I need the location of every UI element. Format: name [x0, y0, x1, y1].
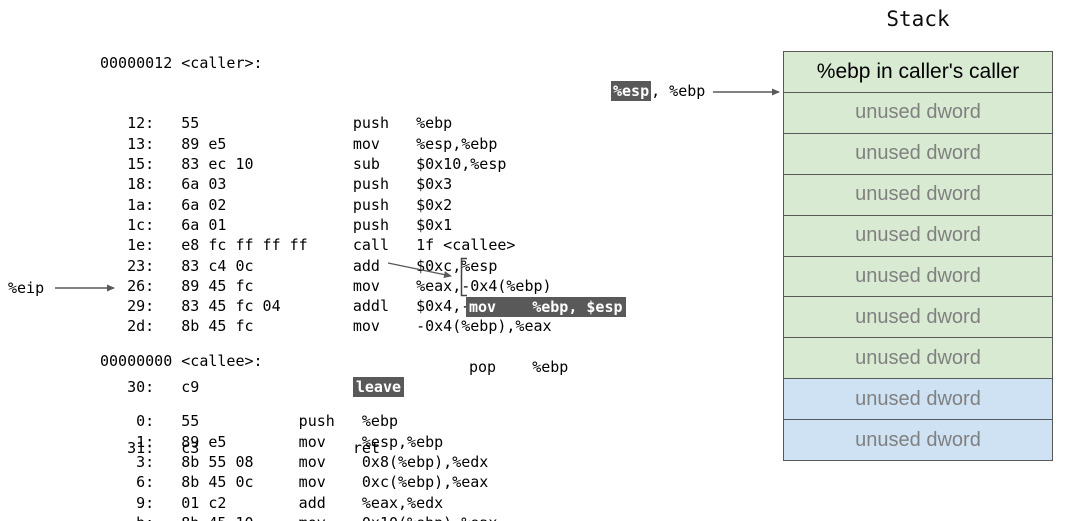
- asm-line: 18: 6a 03 push $0x3: [100, 175, 453, 194]
- esp-annotation: %esp, %ebp: [611, 81, 705, 101]
- stack-row: %ebp in caller's caller: [784, 52, 1052, 92]
- stack-row: unused dword: [784, 378, 1052, 420]
- stack-row: unused dword: [784, 214, 1052, 256]
- asm-line: 1: 89 e5 mov %esp,%ebp: [100, 432, 444, 451]
- asm-line-ret: 31: c3 ret: [100, 439, 380, 458]
- mov-highlight: mov %ebp, $esp: [466, 296, 626, 317]
- asm-line: 1e: e8 fc ff ff ff call 1f <callee>: [100, 236, 516, 255]
- asm-line: 26: 89 45 fc mov %eax,-0x4(%ebp): [100, 276, 552, 295]
- caller-header: 00000012 <caller>:: [100, 53, 263, 72]
- esp-highlight: %esp: [611, 81, 652, 101]
- stack-row: unused dword: [784, 296, 1052, 338]
- leave-expansion-mov-line: mov %ebp, $esp: [466, 296, 626, 317]
- asm-line: 1a: 6a 02 push $0x2: [100, 195, 453, 214]
- stack-title: Stack: [886, 7, 950, 31]
- asm-line: 13: 89 e5 mov %esp,%ebp: [100, 134, 498, 153]
- stack-row: unused dword: [784, 337, 1052, 379]
- caller-lines: 12: 55 push %ebp 13: 89 e5 mov %esp,%ebp…: [100, 113, 552, 336]
- asm-line: 15: 83 ec 10 sub $0x10,%esp: [100, 155, 507, 174]
- asm-line: 6: 8b 45 0c mov 0xc(%ebp),%eax: [100, 473, 489, 492]
- eip-label: %eip: [8, 279, 45, 297]
- leave-expansion-box: mov %ebp, $esp pop %ebp: [466, 256, 626, 418]
- leave-line-prefix: 30: c9: [100, 378, 353, 397]
- callee-lines: 0: 55 push %ebp 1: 89 e5 mov %esp,%ebp 3…: [100, 411, 497, 521]
- asm-line: 9: 01 c2 add %eax,%edx: [100, 493, 444, 512]
- stack-row: unused dword: [784, 255, 1052, 297]
- stack-row: unused dword: [784, 419, 1052, 461]
- asm-line: 2d: 8b 45 fc mov -0x4(%ebp),%eax: [100, 317, 552, 336]
- asm-line: 3: 8b 55 08 mov 0x8(%ebp),%edx: [100, 453, 489, 472]
- asm-line: b: 8b 45 10 mov 0x10(%ebp),%eax: [100, 513, 497, 521]
- leave-highlight: leave: [352, 377, 405, 398]
- stack-row: unused dword: [784, 91, 1052, 133]
- stack-row: unused dword: [784, 132, 1052, 174]
- asm-line: 1c: 6a 01 push $0x1: [100, 215, 453, 234]
- leave-expansion-pop-line: pop %ebp: [469, 358, 569, 377]
- esp-annotation-rest: , %ebp: [651, 82, 706, 100]
- stack-row: unused dword: [784, 173, 1052, 215]
- callee-listing: 00000000 <callee>: 0: 55 push %ebp 1: 89…: [100, 310, 497, 521]
- callee-header: 00000000 <callee>:: [100, 351, 263, 370]
- asm-line: 0: 55 push %ebp: [100, 412, 399, 431]
- asm-line: 12: 55 push %ebp: [100, 114, 453, 133]
- caller-listing: 00000012 <caller>: 12: 55 push %ebp 13: …: [100, 12, 552, 499]
- asm-line-leave: 30: c9 leave: [100, 377, 552, 398]
